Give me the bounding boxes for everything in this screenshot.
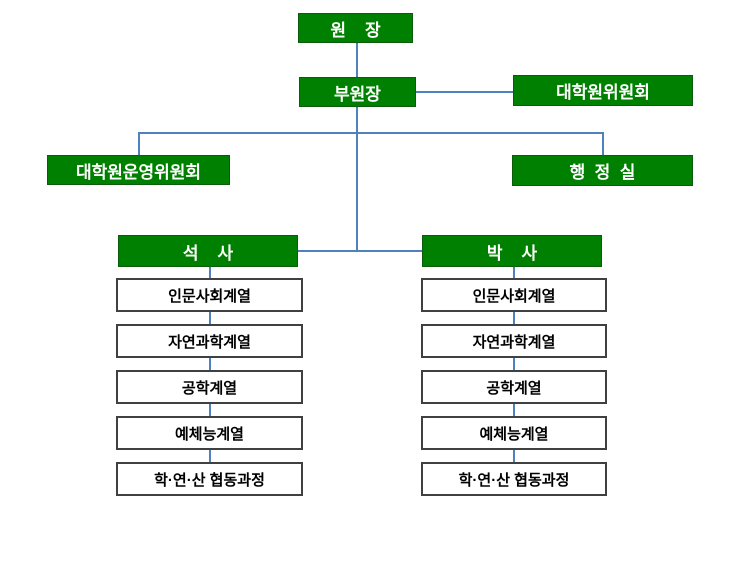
track-label: 인문사회계열 [168,287,251,305]
node-doctoral: 박 사 [422,235,602,267]
track-label: 학·연·산 협동과정 [458,471,570,489]
connector-doctoral-track-2 [513,312,515,324]
connector-masters-doctoral [298,250,422,252]
node-operating-committee-label: 대학원운영위원회 [75,162,202,182]
node-masters-track-cooperative: 학·연·산 협동과정 [116,462,303,496]
connector-doctoral-track-3 [513,358,515,370]
node-doctoral-label: 박 사 [486,243,538,263]
track-label: 예체능계열 [479,425,549,443]
node-doctoral-track-arts-sports: 예체능계열 [421,416,607,450]
node-director-label: 원 장 [330,20,381,40]
track-label: 자연과학계열 [168,333,251,351]
node-doctoral-track-natural-science: 자연과학계열 [421,324,607,358]
node-director: 원 장 [298,13,413,43]
connector-doctoral-track-5 [513,450,515,462]
node-admin-office: 행 정 실 [512,155,693,186]
node-graduate-committee-label: 대학원위원회 [556,83,650,102]
connector-masters-track-3 [209,358,211,370]
node-doctoral-track-cooperative: 학·연·산 협동과정 [421,462,607,496]
connector-masters-track-2 [209,312,211,324]
track-label: 인문사회계열 [472,287,556,305]
connector-drop-operating-committee [138,132,140,155]
track-label: 자연과학계열 [472,333,556,351]
node-masters-track-engineering: 공학계열 [116,370,303,404]
node-doctoral-track-engineering: 공학계열 [421,370,607,404]
node-masters-track-humanities: 인문사회계열 [116,278,303,312]
connector-masters-track-1 [209,267,211,278]
node-masters: 석 사 [118,235,298,267]
track-label: 공학계열 [486,379,542,397]
track-label: 예체능계열 [174,425,244,443]
track-label: 학·연·산 협동과정 [154,471,265,489]
connector-doctoral-track-4 [513,404,515,416]
connector-drop-admin-office [602,132,604,155]
connector-director-vice [356,43,358,77]
node-masters-track-natural-science: 자연과학계열 [116,324,303,358]
node-vice-director-label: 부원장 [334,84,381,104]
connector-doctoral-track-1 [513,267,515,278]
node-masters-label: 석 사 [182,243,234,263]
connector-masters-track-5 [209,450,211,462]
node-doctoral-track-humanities: 인문사회계열 [421,278,607,312]
connector-vice-graduate-committee [416,91,513,93]
track-label: 공학계열 [181,379,238,397]
connector-vice-down [356,107,358,250]
node-operating-committee: 대학원운영위원회 [47,155,230,185]
connector-branch-horizontal [138,132,603,134]
node-graduate-committee: 대학원위원회 [513,75,693,106]
node-masters-track-arts-sports: 예체능계열 [116,416,303,450]
node-vice-director: 부원장 [299,77,416,107]
connector-masters-track-4 [209,404,211,416]
node-admin-office-label: 행 정 실 [569,163,636,182]
